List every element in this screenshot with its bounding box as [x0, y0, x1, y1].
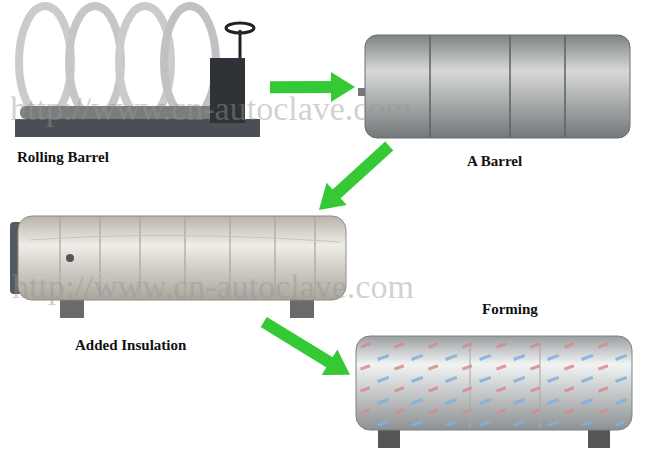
stage-label: A Barrel: [467, 152, 522, 170]
arrow-head: [319, 183, 347, 210]
rolling-machine-part: [226, 23, 254, 33]
finished-autoclave-part: [470, 337, 471, 429]
stage-label: Rolling Barrel: [17, 148, 109, 166]
steel-barrel-part: [509, 36, 511, 137]
steel-barrel-part: [564, 36, 566, 137]
stage-picture: Forming: [350, 330, 640, 448]
watermark: http://www.cn-autoclave.com: [12, 268, 414, 306]
finished-autoclave-part: [360, 340, 628, 426]
stage-picture: Rolling Barrel: [5, 5, 270, 180]
finished-autoclave: [356, 336, 632, 448]
steel-barrel-part: [429, 36, 431, 137]
stage-label: Added Insulation: [75, 336, 186, 354]
stage-picture: Added Insulation: [5, 210, 350, 322]
process-arrow: [319, 146, 389, 210]
finished-autoclave-part: [356, 336, 632, 430]
stage-label: Forming: [482, 300, 538, 318]
stage-picture: A Barrel: [355, 28, 640, 146]
arrow-head: [322, 350, 350, 376]
process-arrow: [264, 322, 350, 375]
watermark: http://www.cn-autoclave.com: [10, 90, 412, 128]
arrow-shaft: [335, 146, 389, 195]
arrow-shaft: [264, 322, 331, 363]
finished-autoclave-part: [540, 337, 541, 429]
insulated-barrel-part: [66, 254, 74, 262]
